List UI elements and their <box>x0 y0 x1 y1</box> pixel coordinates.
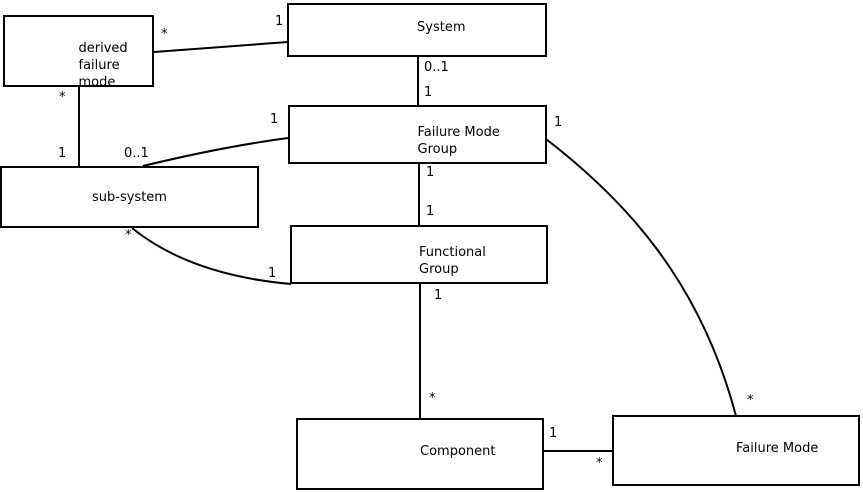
multiplicity-sub-system-end-to-failure-mode-group: 0..1 <box>124 146 149 161</box>
entity-label-line: Failure Mode <box>417 124 500 140</box>
multiplicity-functional-group-end-to-component: 1 <box>434 288 443 303</box>
entity-box-failure-mode: Failure Mode <box>612 415 860 486</box>
multiplicity-failure-mode-group-end-to-sub-system: 1 <box>270 112 279 127</box>
multiplicity-component-end-to-functional-group: * <box>429 391 436 406</box>
entity-label-system: System <box>417 20 466 35</box>
entity-label-functional-group: Functional Group <box>419 244 486 278</box>
entity-label-component: Component <box>420 444 496 459</box>
entity-label-line: Functional <box>419 244 486 260</box>
entity-label-failure-mode: Failure Mode <box>736 440 819 456</box>
multiplicity-system-end-to-derived-failure-mode: 1 <box>275 14 284 29</box>
entity-box-system: System <box>287 3 547 57</box>
line-failure-mode-group-failure-mode <box>545 138 737 417</box>
entity-label-derived-failure-mode: derived failure mode <box>79 40 128 91</box>
multiplicity-component-end-to-failure-mode: 1 <box>549 426 558 441</box>
multiplicity-failure-mode-group-end-to-system: 1 <box>424 85 433 100</box>
entity-label-failure-mode-group: Failure Mode Group <box>418 124 500 158</box>
entity-box-derived-failure-mode: derived failure mode <box>3 15 154 90</box>
entity-box-failure-mode-group: Failure Mode Group <box>288 105 547 164</box>
multiplicity-failure-mode-group-end-to-functional-group: 1 <box>426 165 435 180</box>
line-system-derived-failure-mode <box>153 41 289 53</box>
multiplicity-sub-system-end-to-derived-failure-mode: 1 <box>58 146 67 161</box>
entity-label-line: failure <box>78 58 120 73</box>
multiplicity-functional-group-end-to-sub-system: 1 <box>268 266 277 281</box>
entity-box-sub-system: sub-system <box>0 166 259 228</box>
entity-label-line: derived <box>78 41 128 56</box>
multiplicity-failure-mode-group-end-to-failure-mode: 1 <box>554 115 563 130</box>
entity-label-sub-system: sub-system <box>92 190 167 205</box>
multiplicity-derived-failure-mode-end-to-system: * <box>161 27 168 42</box>
multiplicity-derived-failure-mode-end-to-sub-system: * <box>59 90 66 105</box>
entity-label-line: mode <box>78 75 116 90</box>
line-failure-mode-group-sub-system <box>142 137 289 167</box>
multiplicity-failure-mode-end-to-component: * <box>596 456 603 471</box>
line-sub-system-functional-group <box>131 227 292 285</box>
multiplicity-system-end-to-failure-mode-group: 0..1 <box>424 60 449 75</box>
entity-box-functional-group: Functional Group <box>290 225 548 284</box>
multiplicity-functional-group-end-to-failure-mode-group: 1 <box>426 204 435 219</box>
entity-box-component: Component <box>296 418 544 490</box>
entity-label-line: Group <box>417 141 458 157</box>
entity-label-line: Group <box>419 261 459 277</box>
multiplicity-failure-mode-end-to-failure-mode-group: * <box>747 393 754 408</box>
multiplicity-sub-system-end-to-functional-group: * <box>125 228 132 243</box>
